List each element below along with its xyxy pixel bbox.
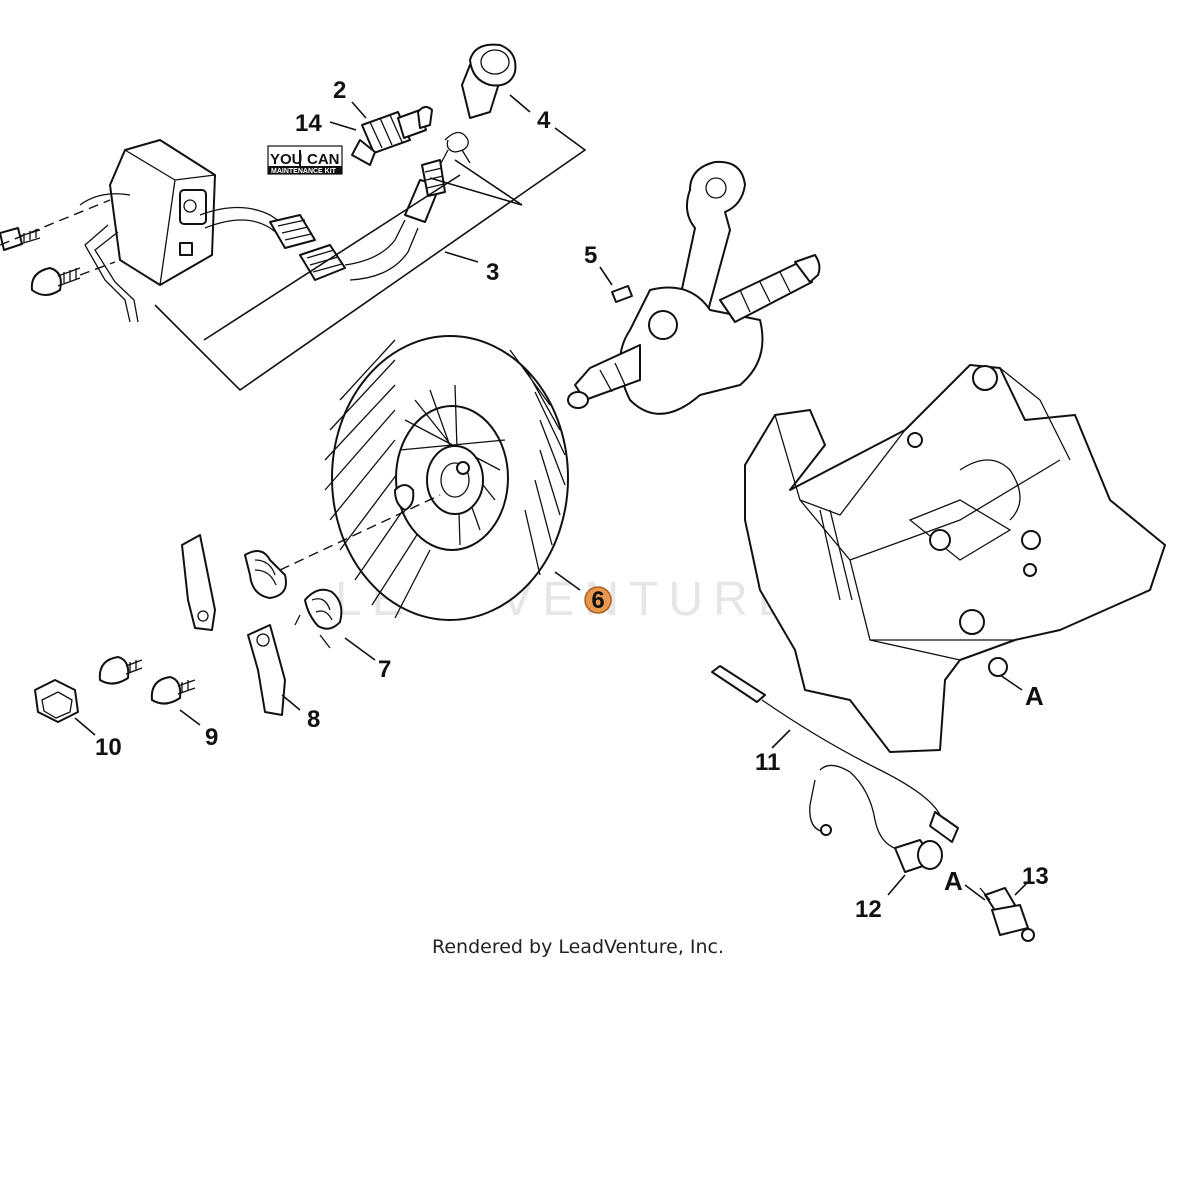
callout-12[interactable]: 12	[855, 896, 882, 923]
leader-9	[179, 709, 201, 726]
stop-switch[interactable]	[979, 887, 1035, 942]
spring-clip[interactable]	[439, 131, 471, 166]
spark-plug[interactable]	[351, 106, 433, 166]
screw-axis-line	[0, 199, 111, 246]
woodruff-key[interactable]	[611, 285, 633, 303]
leader-3	[444, 251, 479, 263]
leader-10	[74, 717, 96, 736]
screw-lower-left[interactable]	[30, 267, 81, 296]
callout-a-housing[interactable]: A	[1025, 681, 1044, 711]
screw-9a[interactable]	[98, 656, 143, 685]
leader-a1	[999, 674, 1023, 691]
terminal-cap[interactable]	[461, 43, 517, 119]
leader-7	[344, 637, 376, 661]
callout-2[interactable]: 2	[333, 77, 346, 104]
leader-5	[599, 266, 613, 286]
callout-8[interactable]: 8	[307, 706, 320, 733]
callout-6-highlight[interactable]: 6	[584, 586, 612, 614]
leader-14	[329, 121, 357, 131]
callout-5[interactable]: 5	[584, 242, 597, 269]
flywheel-axis-line	[279, 494, 441, 571]
coil-bracket[interactable]	[79, 193, 139, 323]
screw-axis-line-2	[79, 261, 116, 276]
callout-7[interactable]: 7	[378, 656, 391, 683]
pawl-upper[interactable]	[181, 534, 216, 631]
leader-a2	[964, 884, 986, 901]
callout-6[interactable]: 6	[591, 587, 604, 614]
group-bracket-line-4	[454, 159, 523, 206]
ignition-lead-wire[interactable]	[199, 206, 419, 281]
leader-12	[887, 874, 906, 896]
maintenance-kit-badge: YOU CAN MAINTENANCE KIT	[267, 145, 343, 175]
leader-11	[771, 729, 791, 749]
ignition-coil[interactable]	[109, 139, 216, 286]
svg-text:CAN: CAN	[307, 151, 340, 168]
leader-8	[281, 694, 301, 711]
group-bracket-line-2	[203, 174, 461, 341]
callout-4[interactable]: 4	[537, 107, 551, 134]
callout-9[interactable]: 9	[205, 724, 218, 751]
svg-text:YOU: YOU	[270, 151, 303, 168]
group-bracket-line	[154, 127, 587, 392]
screw-9b[interactable]	[150, 676, 196, 705]
leader-2	[351, 101, 367, 119]
crankshaft[interactable]	[567, 160, 821, 415]
spark-plug-boot[interactable]	[404, 159, 446, 223]
callout-14[interactable]: 14	[295, 110, 322, 137]
render-credit: Rendered by LeadVenture, Inc.	[432, 936, 724, 958]
callout-11[interactable]: 11	[755, 749, 780, 776]
callout-10[interactable]: 10	[95, 734, 122, 761]
callout-3[interactable]: 3	[486, 259, 499, 286]
pawl-lower[interactable]	[247, 624, 286, 716]
svg-text:MAINTENANCE KIT: MAINTENANCE KIT	[271, 168, 337, 175]
pawl-spring[interactable]	[294, 588, 343, 649]
spring-washer[interactable]	[244, 550, 287, 599]
ground-wire[interactable]	[711, 665, 959, 843]
leader-13	[1014, 881, 1029, 896]
crankcase-housing[interactable]	[744, 364, 1166, 753]
switch-harness[interactable]	[809, 764, 943, 873]
group-bracket-line-3	[429, 177, 523, 206]
leader-6	[554, 571, 581, 591]
flange-nut[interactable]	[34, 679, 79, 723]
flywheel[interactable]	[324, 335, 569, 621]
callout-13[interactable]: 13	[1022, 863, 1049, 890]
leader-4	[509, 94, 531, 113]
callout-a-switch[interactable]: A	[944, 866, 963, 896]
